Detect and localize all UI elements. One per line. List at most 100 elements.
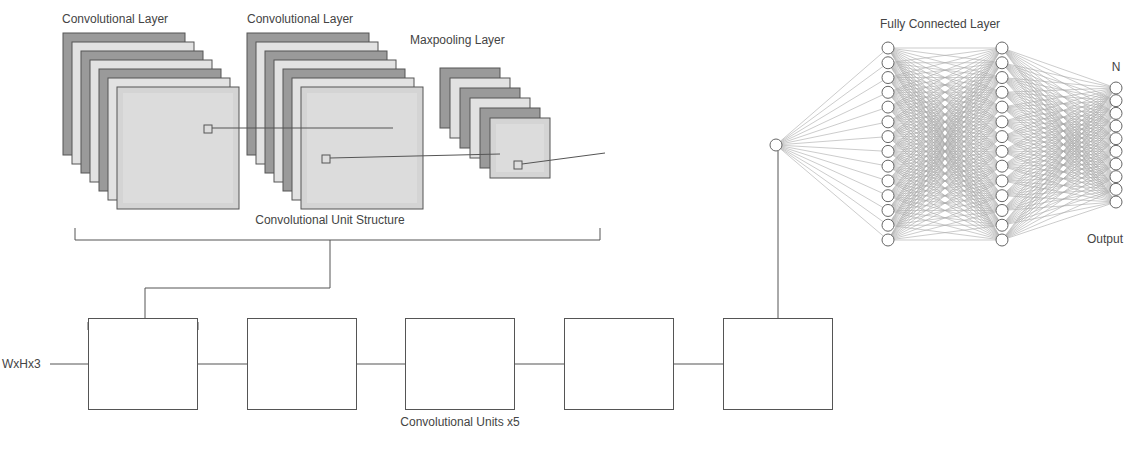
neuron [882,57,894,69]
fc-link [1002,177,1116,240]
fc-link [1002,177,1116,226]
fc-link [888,137,1002,240]
fully-connected-network [770,42,1122,246]
neuron [1110,145,1122,157]
feature-map-inner [123,93,233,203]
fc-link [1002,151,1116,210]
neuron [882,204,894,216]
neuron [996,219,1008,231]
fc-link [1002,164,1116,240]
conv-unit-box [88,318,198,410]
neuron [996,160,1008,172]
fc-link [888,181,1002,240]
neuron [770,139,782,151]
unit-connector [515,363,564,364]
neuron [1110,107,1122,119]
fc-link [888,78,1002,240]
layer-label: Maxpooling Layer [410,33,505,47]
fc-link [888,48,1002,166]
neuron [996,190,1008,202]
fc-link [888,48,1002,225]
fc-link [888,225,1002,240]
neuron [882,234,894,246]
fc-link [1002,48,1116,202]
fc-link [1002,78,1116,152]
neuron [996,175,1008,187]
fc-link [1002,101,1116,226]
fc-link [776,92,888,145]
neuron [882,86,894,98]
neuron [996,57,1008,69]
neuron [1110,120,1122,132]
neuron [996,72,1008,84]
neuron [996,145,1008,157]
fc-link [776,145,888,240]
neuron [882,131,894,143]
fc-link [776,145,888,181]
fc-link [888,225,1002,240]
fc-link [1002,88,1116,196]
bracket-label: Convolutional Unit Structure [255,213,404,227]
neuron [996,131,1008,143]
neuron [882,42,894,54]
fc-link [776,137,888,145]
fc-link [1002,126,1116,196]
fc-link [1002,177,1116,181]
fc-link [1002,151,1116,225]
fc-link [888,151,1002,240]
fc-link [888,48,1002,107]
neuron [882,160,894,172]
feature-map [490,118,550,178]
output-label: Output [1087,232,1123,246]
layer-label: Fully Connected Layer [880,17,1000,31]
feature-map-inner [496,124,544,172]
unit-connector [198,363,247,364]
fc-link [1002,126,1116,210]
feature-map [301,87,423,209]
neuron [1110,95,1122,107]
input-size: WxHx3 [2,357,41,371]
fc-link [1002,139,1116,226]
feature-map [117,87,239,209]
fc-link [888,48,1002,240]
fc-link [888,151,1002,240]
neuron [882,116,894,128]
zoom-lines [204,125,605,169]
fc-link [776,78,888,145]
fc-link [776,145,888,196]
fc-link [1002,164,1116,181]
fc-link [1002,189,1116,225]
fc-link [888,48,1002,78]
fc-link [1002,88,1116,225]
feature-map-stacks [63,33,550,209]
conv-unit-box [247,318,357,410]
fc-link [776,145,888,225]
neuron [1110,183,1122,195]
neuron [1110,171,1122,183]
fc-link [1002,48,1116,113]
neuron [996,42,1008,54]
conv-unit-box [405,318,515,410]
fc-link [1002,88,1116,92]
fc-link [1002,88,1116,210]
fc-link [776,107,888,145]
conv-unit-box [564,318,674,410]
fc-link [888,48,1002,166]
fc-link [1002,113,1116,240]
fc-link [888,210,1002,240]
feature-map-inner [307,93,417,203]
neuron [882,190,894,202]
fc-link [888,48,1002,210]
fc-link [888,48,1002,240]
fc-link [888,210,1002,240]
fc-link [1002,126,1116,240]
fc-link [888,107,1002,240]
fc-link [888,48,1002,225]
fc-link [1002,164,1116,225]
conv-unit-box [723,318,833,410]
fc-link [1002,164,1116,210]
neuron [1110,196,1122,208]
fc-link [888,48,1002,210]
fc-link [888,48,1002,63]
fc-link [888,196,1002,240]
